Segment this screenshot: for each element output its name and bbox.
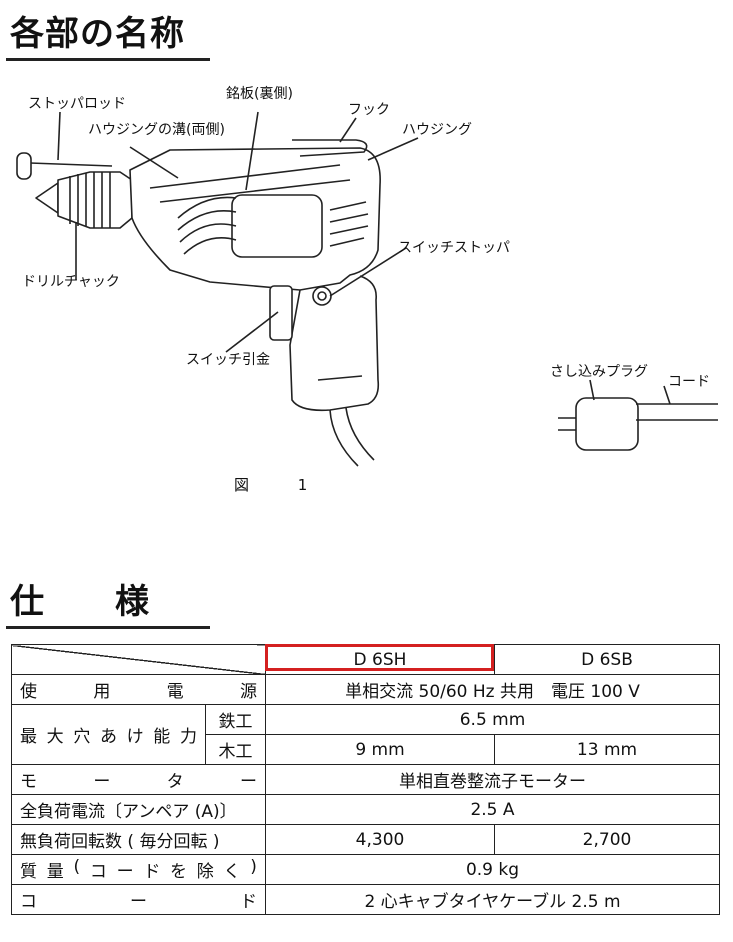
label-char: タ [166, 772, 184, 792]
section-title-parts: 各部の名称 [10, 14, 185, 54]
label-char: ) [250, 857, 257, 877]
row-label-rpm: 無負荷回転数 ( 毎分回転 ) [11, 824, 266, 855]
table-row: コ ー ド 2 心キャブタイヤケーブル 2.5 m [11, 884, 720, 915]
label-char: あ [99, 727, 117, 747]
label-char: 最 [20, 727, 37, 747]
value-wood-d6sb: 13 mm [494, 734, 720, 765]
label-housing: ハウジング [402, 122, 472, 138]
row-label-motor: モーター [11, 764, 266, 795]
label-char: を [170, 862, 188, 882]
label-char: モ [20, 772, 37, 792]
header-corner-cell [11, 644, 266, 675]
value-wood-d6sh: 9 mm [265, 734, 495, 765]
value-steel: 6.5 mm [265, 704, 720, 735]
sub-label-steel: 鉄工 [205, 704, 266, 735]
drill-diagram [16, 111, 718, 467]
label-char: 使 [20, 682, 37, 702]
value-rpm-d6sh: 4,300 [265, 824, 495, 855]
label-char: ー [130, 892, 147, 912]
label-housing-groove: ハウジングの溝(両側) [88, 122, 225, 138]
label-char: 大 [46, 727, 64, 747]
row-label-cord: コード [11, 884, 266, 915]
value-current: 2.5 A [265, 794, 720, 825]
label-char: 用 [93, 682, 111, 702]
label-char: 電 [166, 682, 184, 702]
label-char: コ [20, 892, 37, 912]
label-plug: さし込みプラグ [550, 364, 648, 380]
table-row: モ ー タ ー 単相直巻整流子モーター [11, 764, 720, 795]
label-char: 量 [46, 862, 64, 882]
label-char: コ [89, 862, 107, 882]
value-mass: 0.9 kg [265, 854, 720, 885]
spread-label: コード [20, 887, 265, 912]
label-char: 穴 [73, 727, 91, 747]
figure-caption: 図 1 [234, 476, 330, 494]
table-row: 全負荷電流〔アンペア (A)〕 2.5 A [11, 794, 720, 825]
value-power: 単相交流 50/60 Hz 共用 電圧 100 V [265, 674, 720, 705]
row-label-power: 使用電源 [11, 674, 266, 705]
table-row: 使 用 電 源 単相交流 50/60 Hz 共用 電圧 100 V [11, 674, 720, 705]
spread-label: 質量 ( コードを除く) [20, 857, 265, 882]
table-row: 無負荷回転数 ( 毎分回転 ) 4,300 2,700 [11, 824, 720, 855]
label-char: 源 [239, 682, 257, 702]
row-label-capacity: 最大穴あけ能力 [11, 704, 206, 765]
table-row: 木工 9 mm 13 mm [12, 734, 720, 765]
label-stop-rod: ストッパロッド [28, 96, 126, 112]
spread-label: 使用電源 [20, 677, 265, 702]
label-char: け [126, 727, 144, 747]
table-row: 最大穴あけ能力 鉄工 6.5 mm [11, 704, 720, 765]
spec-table: D 6SH D 6SB 使用電源 単相交流 50/60 Hz 共用 電圧 100… [11, 644, 720, 915]
label-char: ー [116, 862, 134, 882]
label-char: ー [93, 772, 111, 792]
sub-label-wood: 木工 [205, 734, 266, 765]
label-char: 力 [179, 727, 197, 747]
model-highlight-box [265, 644, 494, 671]
spread-label: 最大穴あけ能力 [20, 722, 205, 747]
value-motor: 単相直巻整流子モーター [265, 764, 720, 795]
label-char: ド [143, 862, 161, 882]
section-title-underline [6, 58, 210, 61]
table-row: 質量 ( コードを除く) 0.9 kg [11, 854, 720, 885]
label-char: 能 [153, 727, 171, 747]
label-nameplate: 銘板(裏側) [226, 86, 293, 102]
label-char: く [223, 862, 241, 882]
label-char: 除 [196, 862, 214, 882]
section-title-spec: 仕 様 [10, 582, 150, 622]
label-char: 質 [20, 862, 37, 882]
label-char: ド [240, 892, 257, 912]
label-switch-trigger: スイッチ引金 [186, 352, 270, 368]
value-cord: 2 心キャブタイヤケーブル 2.5 m [265, 884, 720, 915]
label-switch-stopper: スイッチストッパ [398, 240, 510, 256]
value-rpm-d6sb: 2,700 [494, 824, 720, 855]
label-char: ー [239, 772, 257, 792]
label-cord: コード [668, 374, 710, 390]
section-title-underline [6, 626, 210, 629]
label-drill-chuck: ドリルチャック [22, 274, 120, 290]
label-char: ( [73, 857, 81, 877]
row-label-mass: 質量 ( コードを除く) [11, 854, 266, 885]
model-header-d6sb: D 6SB [494, 644, 720, 675]
label-hook: フック [348, 102, 390, 118]
row-label-current: 全負荷電流〔アンペア (A)〕 [11, 794, 266, 825]
spread-label: モーター [20, 767, 265, 792]
